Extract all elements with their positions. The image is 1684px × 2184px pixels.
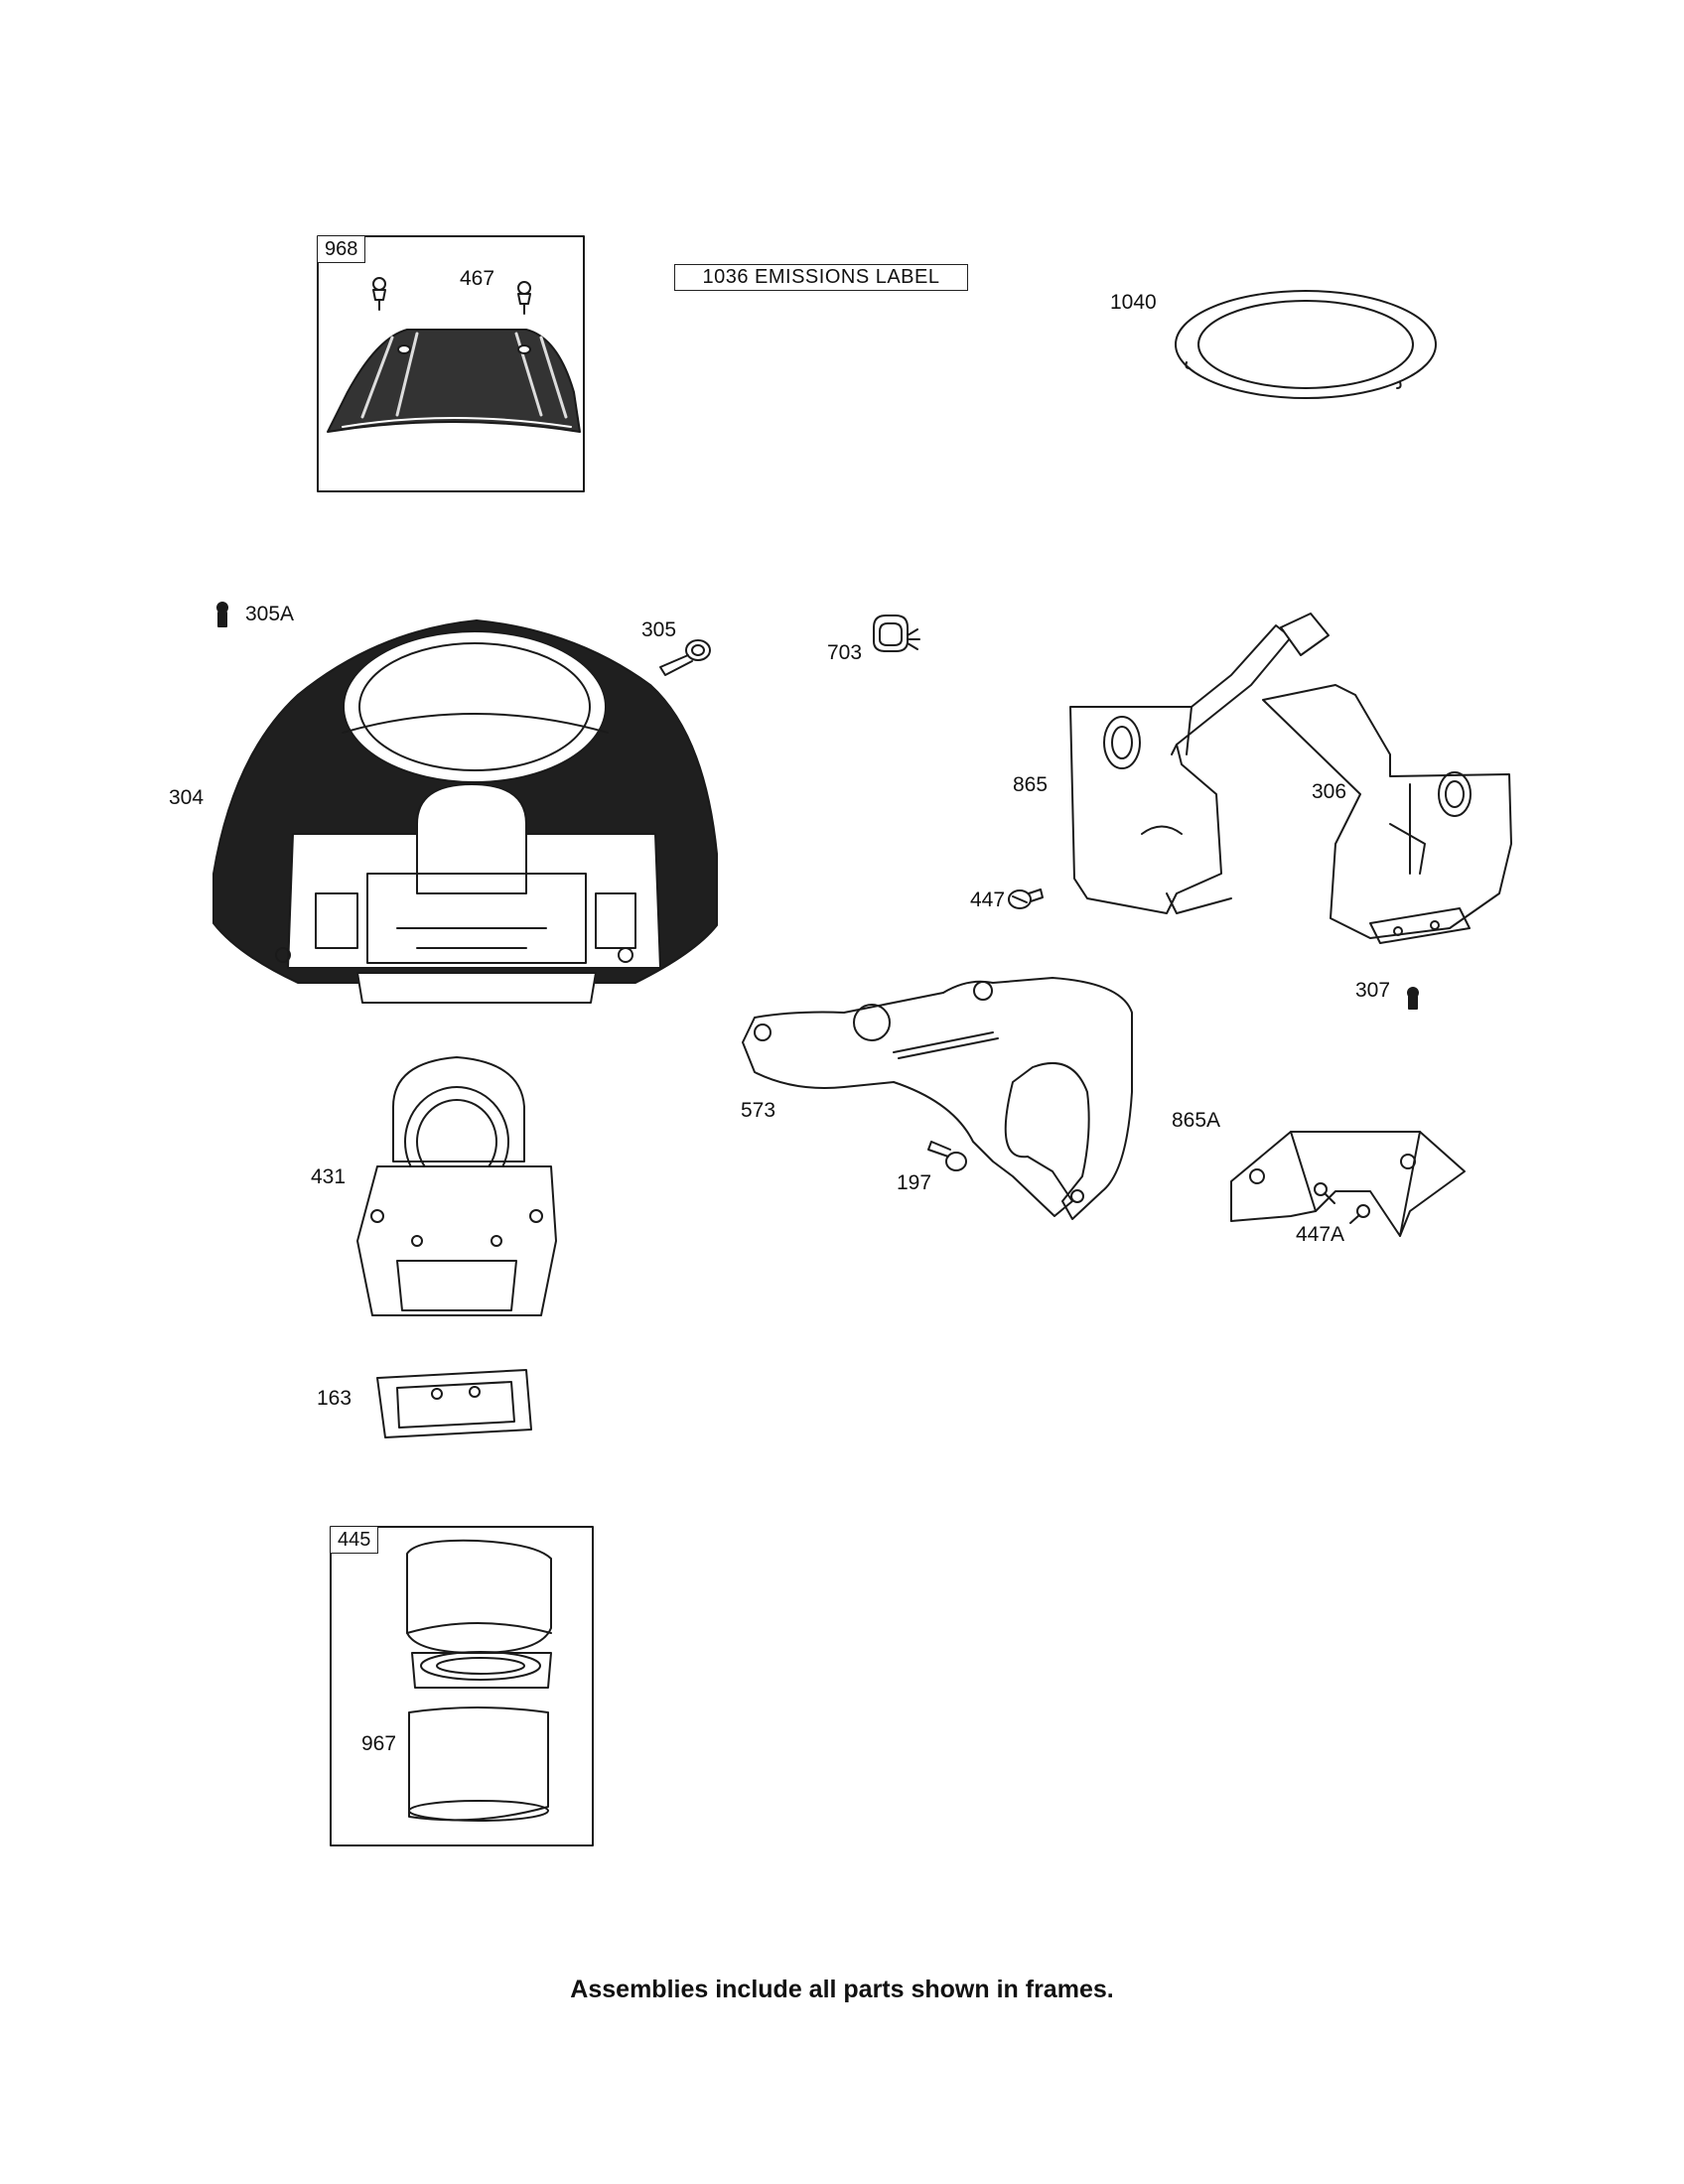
part-467-screw-left [372,277,386,311]
part-305A-screw [216,602,228,627]
callout-163: 163 [317,1387,352,1410]
part-703-clip [873,614,920,652]
emissions-label-box: 1036 EMISSIONS LABEL [674,264,968,291]
part-967-pre-cleaner [408,1706,549,1822]
callout-447A: 447A [1296,1223,1345,1246]
part-447A-screw-left [1314,1182,1335,1204]
part-197-screw [927,1141,967,1171]
callout-447: 447 [970,888,1006,911]
part-573-backplate [742,977,1133,1220]
part-447A-screw-right [1349,1204,1370,1224]
frame-968-border [317,235,585,492]
part-865A-shield [1230,1131,1466,1237]
callout-703: 703 [827,641,863,664]
frame-968-tag: 968 [318,236,366,263]
callout-865A: 865A [1172,1109,1221,1132]
callout-306: 306 [1312,780,1347,803]
callout-865: 865 [1013,773,1049,796]
part-445-filter-cartridge [406,1539,552,1689]
callout-304: 304 [169,786,205,809]
frame-445-tag: 445 [331,1527,379,1554]
callout-573: 573 [741,1099,776,1122]
footer-note: Assemblies include all parts shown in fr… [570,1976,1114,2003]
callout-431: 431 [311,1165,347,1188]
callout-307: 307 [1355,979,1391,1002]
part-467-screw-right [517,281,531,315]
callout-1040: 1040 [1110,291,1157,314]
callout-967: 967 [361,1732,397,1755]
callout-305: 305 [641,618,677,641]
frame-445-border [330,1526,594,1846]
part-304-blower-housing [212,619,718,1004]
part-163-gasket [376,1369,532,1438]
part-431-air-cleaner-base [356,1056,557,1316]
part-305-bolt [659,639,711,676]
part-1040-ring [1175,290,1437,399]
callout-197: 197 [897,1171,932,1194]
part-306-baffle [1262,684,1512,944]
callout-305A: 305A [245,603,295,625]
part-307-screw [1407,987,1419,1010]
part-968-cover [327,329,581,433]
part-447-screw [1008,888,1044,909]
part-865-baffle [1069,613,1330,914]
callout-467: 467 [460,267,495,290]
